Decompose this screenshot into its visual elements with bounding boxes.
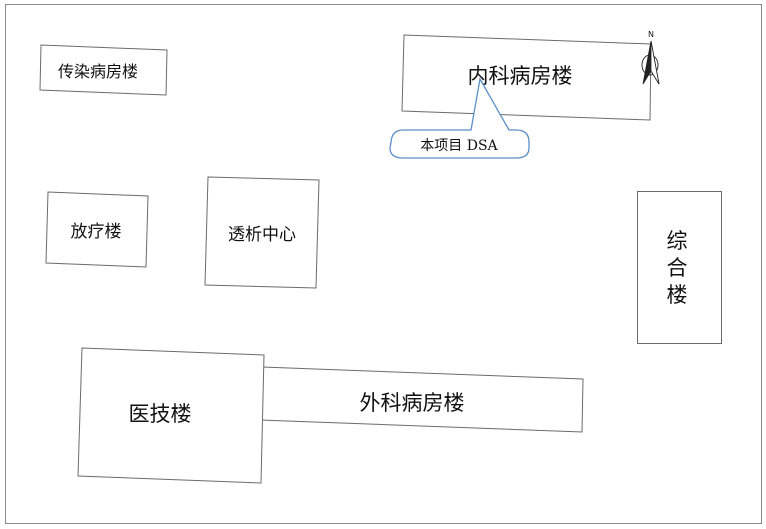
building-internal-medicine-ward-label: 内科病房楼 bbox=[468, 64, 573, 88]
building-dialysis-center: 透析中心 bbox=[204, 176, 320, 289]
building-comprehensive-label-2: 合 bbox=[667, 256, 688, 280]
project-dsa-callout: 本项目 DSA bbox=[389, 77, 530, 159]
building-surgery-ward: 外科病房楼 bbox=[259, 366, 584, 433]
building-radiotherapy: 放疗楼 bbox=[45, 191, 149, 268]
north-arrow: N bbox=[641, 30, 660, 85]
building-radiotherapy-label: 放疗楼 bbox=[71, 222, 122, 242]
building-infectious-ward: 传染病房楼 bbox=[39, 44, 168, 96]
callout-label: 本项目 DSA bbox=[420, 138, 498, 154]
building-comprehensive: 综 合 楼 bbox=[637, 191, 722, 344]
building-medical-tech-label: 医技楼 bbox=[129, 402, 192, 426]
building-comprehensive-label-3: 楼 bbox=[667, 283, 688, 307]
callout-bubble bbox=[389, 77, 530, 159]
building-infectious-ward-label: 传染病房楼 bbox=[58, 62, 138, 81]
building-dialysis-center-label: 透析中心 bbox=[228, 225, 296, 245]
building-comprehensive-label-1: 综 bbox=[667, 229, 688, 253]
north-arrow-label: N bbox=[648, 30, 654, 39]
building-medical-tech: 医技楼 bbox=[77, 347, 265, 484]
building-internal-medicine-ward: 内科病房楼 bbox=[401, 34, 652, 121]
building-surgery-ward-label: 外科病房楼 bbox=[360, 391, 465, 415]
